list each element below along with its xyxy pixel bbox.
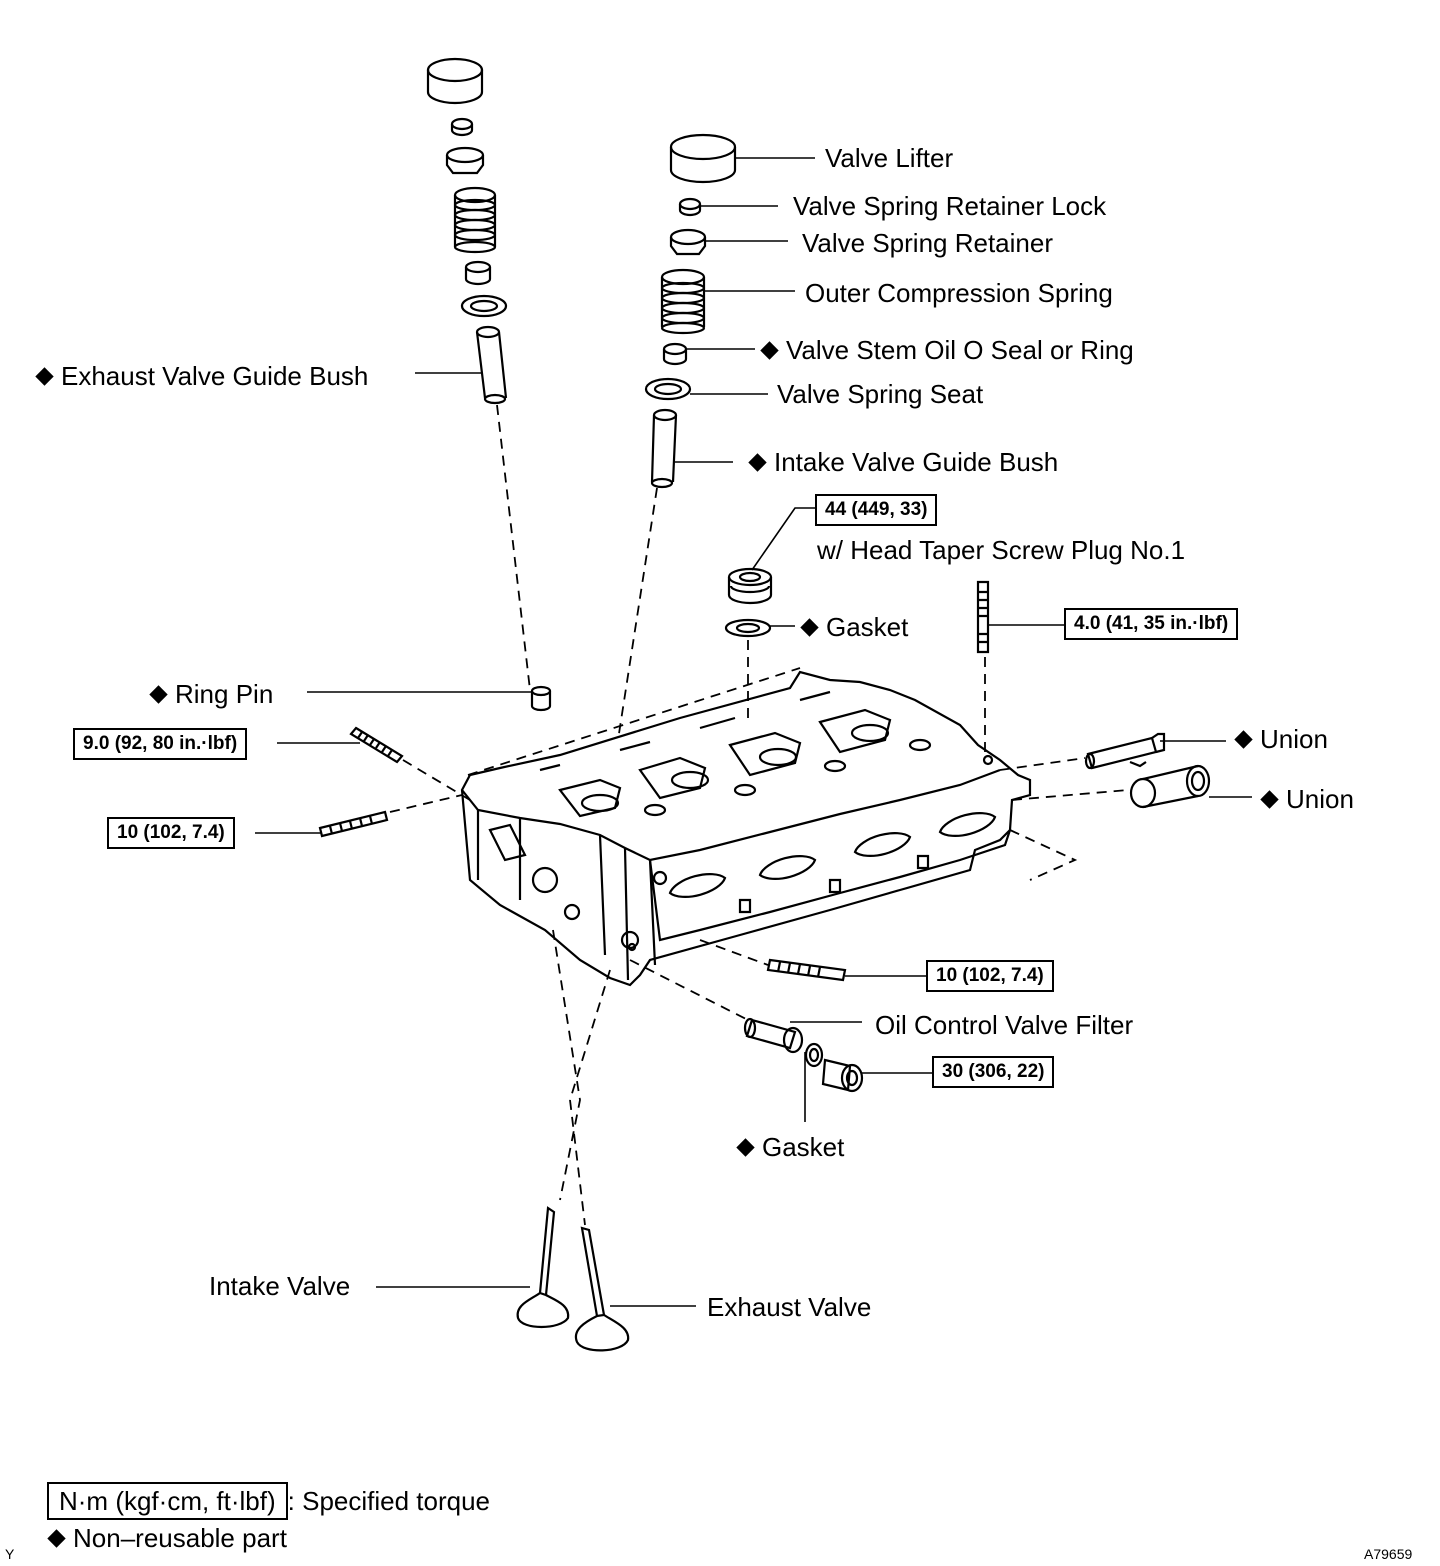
label-outer-spring: Outer Compression Spring [805, 278, 1113, 308]
label-union-2: Union [1260, 784, 1354, 814]
torque-stud-left-top: 9.0 (92, 80 in.·lbf) [73, 728, 248, 760]
label-intake-valve: Intake Valve [209, 1271, 351, 1301]
nonreusable-diamond-icon [760, 341, 779, 360]
label-spring-seat: Valve Spring Seat [777, 379, 984, 409]
legend-nonreusable: Non–reusable part [47, 1523, 287, 1553]
nonreusable-diamond-icon [1234, 730, 1253, 749]
stud-front [766, 958, 847, 982]
nonreusable-diamond-icon [800, 618, 819, 637]
stud-right [976, 580, 990, 654]
label-stem-oil-seal: Valve Stem Oil O Seal or Ring [760, 335, 1134, 365]
torque-filter-plug: 30 (306, 22) [932, 1056, 1055, 1088]
nonreusable-diamond-icon [47, 1529, 66, 1548]
label-union-1: Union [1234, 724, 1328, 754]
nonreusable-diamond-icon [1260, 790, 1279, 809]
ring-pin [530, 685, 552, 712]
label-gasket-top: Gasket [800, 612, 908, 642]
exhaust-valve-part [574, 1226, 630, 1352]
legend-torque-unit: N·m (kgf·cm, ft·lbf) [47, 1482, 288, 1520]
stud-left-top [349, 726, 404, 764]
legend-torque: N·m (kgf·cm, ft·lbf): Specified torque [47, 1482, 490, 1520]
label-spring-retainer: Valve Spring Retainer [802, 228, 1053, 258]
label-retainer-lock: Valve Spring Retainer Lock [793, 191, 1107, 221]
figure-code: A79659 [1364, 1546, 1413, 1562]
nonreusable-diamond-icon [149, 685, 168, 704]
label-valve-lifter: Valve Lifter [825, 143, 954, 173]
corner-mark-left: Y [5, 1546, 15, 1562]
exhaust-stack-parts [426, 57, 508, 405]
oil-filter-parts [743, 1017, 864, 1093]
label-ring-pin: Ring Pin [149, 679, 273, 709]
legend-torque-desc: : Specified torque [287, 1486, 491, 1516]
torque-stud-left-bottom: 10 (102, 7.4) [107, 817, 235, 849]
label-intake-guide-bush: Intake Valve Guide Bush [748, 447, 1058, 477]
intake-stack-parts [644, 133, 737, 489]
intake-valve-part [516, 1206, 570, 1328]
label-oil-filter: Oil Control Valve Filter [875, 1010, 1134, 1040]
nonreusable-diamond-icon [748, 453, 767, 472]
label-taper-plug: w/ Head Taper Screw Plug No.1 [817, 535, 1186, 565]
nonreusable-diamond-icon [736, 1138, 755, 1157]
torque-stud-right: 4.0 (41, 35 in.·lbf) [1064, 608, 1239, 640]
nonreusable-diamond-icon [35, 367, 54, 386]
label-exhaust-guide-bush: Exhaust Valve Guide Bush [35, 361, 368, 391]
label-gasket-bottom: Gasket [736, 1132, 844, 1162]
stud-left-bottom [318, 810, 389, 838]
union-parts [1084, 732, 1211, 809]
taper-plug-parts [724, 567, 773, 638]
torque-stud-front: 10 (102, 7.4) [926, 960, 1054, 992]
torque-plug: 44 (449, 33) [815, 494, 938, 526]
cylinder-head-body [460, 670, 1032, 987]
label-exhaust-valve: Exhaust Valve [707, 1292, 872, 1322]
